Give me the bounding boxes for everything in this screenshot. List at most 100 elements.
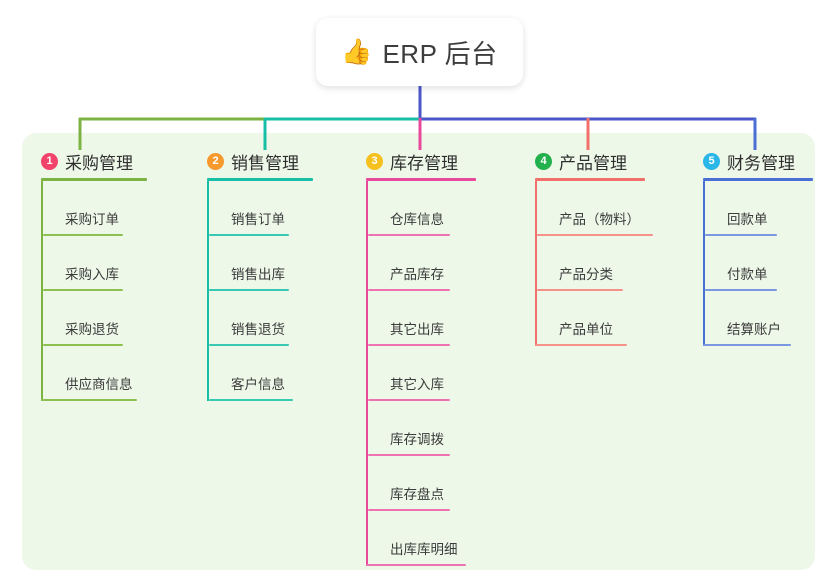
leaf-rule [537, 234, 653, 236]
branches-panel [22, 133, 815, 570]
branch-5-badge: 5 [703, 153, 720, 170]
leaf-label: 产品（物料） [559, 212, 640, 227]
list-item[interactable]: 客户信息 [207, 346, 357, 401]
leaf-rule [705, 234, 777, 236]
list-item[interactable]: 采购入库 [41, 236, 191, 291]
branch-4-rule [535, 178, 645, 181]
leaf-rule [43, 289, 123, 291]
list-item[interactable]: 库存调拨 [366, 401, 526, 456]
branch-3-header[interactable]: 3 库存管理 [366, 145, 526, 178]
leaf-rule [705, 289, 777, 291]
list-item[interactable]: 其它入库 [366, 346, 526, 401]
branch-3: 3 库存管理 仓库信息 产品库存 其它出库 其它入库 库存调拨 [366, 145, 526, 566]
leaf-label: 销售退货 [231, 322, 285, 337]
leaf-rule [209, 399, 293, 401]
leaf-label: 库存盘点 [390, 487, 444, 502]
branch-5-rail [703, 181, 705, 346]
leaf-label: 结算账户 [727, 322, 781, 337]
branch-2-header[interactable]: 2 销售管理 [207, 145, 357, 178]
leaf-rule [368, 289, 450, 291]
branch-2-children: 销售订单 销售出库 销售退货 客户信息 [207, 181, 357, 401]
branch-5-header[interactable]: 5 财务管理 [703, 145, 839, 178]
branch-5-children: 回款单 付款单 结算账户 [703, 181, 839, 346]
branch-1-header[interactable]: 1 采购管理 [41, 145, 191, 178]
list-item[interactable]: 回款单 [703, 181, 839, 236]
leaf-rule [368, 234, 450, 236]
branch-4-title: 产品管理 [559, 154, 627, 173]
branch-1-rail [41, 181, 43, 401]
branch-2-rule [207, 178, 313, 181]
leaf-label: 供应商信息 [65, 377, 133, 392]
branch-3-rule [366, 178, 476, 181]
list-item[interactable]: 采购订单 [41, 181, 191, 236]
list-item[interactable]: 销售退货 [207, 291, 357, 346]
leaf-rule [368, 344, 450, 346]
branch-2-rail [207, 181, 209, 401]
leaf-rule [43, 234, 123, 236]
branch-4-badge: 4 [535, 153, 552, 170]
leaf-rule [537, 289, 623, 291]
branch-4-rail [535, 181, 537, 346]
root-node[interactable]: 👍 ERP 后台 [316, 18, 523, 86]
branch-1-children: 采购订单 采购入库 采购退货 供应商信息 [41, 181, 191, 401]
leaf-label: 回款单 [727, 212, 768, 227]
list-item[interactable]: 采购退货 [41, 291, 191, 346]
leaf-rule [703, 344, 791, 346]
leaf-rule [366, 564, 466, 566]
leaf-rule [41, 399, 137, 401]
list-item[interactable]: 库存盘点 [366, 456, 526, 511]
branch-1-rule [41, 178, 147, 181]
leaf-rule [209, 344, 289, 346]
leaf-label: 其它入库 [390, 377, 444, 392]
list-item[interactable]: 其它出库 [366, 291, 526, 346]
leaf-label: 产品库存 [390, 267, 444, 282]
list-item[interactable]: 产品单位 [535, 291, 695, 346]
list-item[interactable]: 付款单 [703, 236, 839, 291]
branch-2: 2 销售管理 销售订单 销售出库 销售退货 客户信息 [207, 145, 357, 401]
branch-1-title: 采购管理 [65, 154, 133, 173]
branch-1: 1 采购管理 采购订单 采购入库 采购退货 供应商信息 [41, 145, 191, 401]
branch-3-badge: 3 [366, 153, 383, 170]
leaf-label: 采购入库 [65, 267, 119, 282]
branch-5: 5 财务管理 回款单 付款单 结算账户 [703, 145, 839, 346]
leaf-label: 采购退货 [65, 322, 119, 337]
branch-4: 4 产品管理 产品（物料） 产品分类 产品单位 [535, 145, 695, 346]
branch-2-badge: 2 [207, 153, 224, 170]
branch-4-children: 产品（物料） 产品分类 产品单位 [535, 181, 695, 346]
branch-4-header[interactable]: 4 产品管理 [535, 145, 695, 178]
leaf-rule [43, 344, 123, 346]
list-item[interactable]: 销售出库 [207, 236, 357, 291]
branch-3-title: 库存管理 [390, 154, 458, 173]
list-item[interactable]: 产品（物料） [535, 181, 695, 236]
leaf-rule [209, 289, 289, 291]
branch-2-title: 销售管理 [231, 154, 299, 173]
leaf-rule [368, 454, 450, 456]
branch-3-rail [366, 181, 368, 566]
thumbs-up-icon: 👍 [341, 37, 373, 66]
root-title: ERP 后台 [382, 38, 498, 69]
branch-3-children: 仓库信息 产品库存 其它出库 其它入库 库存调拨 库存盘点 [366, 181, 526, 566]
list-item[interactable]: 结算账户 [703, 291, 839, 346]
leaf-label: 销售订单 [231, 212, 285, 227]
leaf-label: 采购订单 [65, 212, 119, 227]
leaf-label: 产品分类 [559, 267, 613, 282]
branch-5-title: 财务管理 [727, 154, 795, 173]
list-item[interactable]: 产品分类 [535, 236, 695, 291]
leaf-label: 其它出库 [390, 322, 444, 337]
list-item[interactable]: 销售订单 [207, 181, 357, 236]
leaf-rule [368, 399, 450, 401]
list-item[interactable]: 仓库信息 [366, 181, 526, 236]
branch-1-badge: 1 [41, 153, 58, 170]
leaf-label: 销售出库 [231, 267, 285, 282]
leaf-label: 库存调拨 [390, 432, 444, 447]
leaf-label: 客户信息 [231, 377, 285, 392]
list-item[interactable]: 产品库存 [366, 236, 526, 291]
leaf-rule [535, 344, 627, 346]
leaf-label: 仓库信息 [390, 212, 444, 227]
leaf-rule [209, 234, 289, 236]
leaf-label: 付款单 [727, 267, 768, 282]
list-item[interactable]: 供应商信息 [41, 346, 191, 401]
list-item[interactable]: 出库库明细 [366, 511, 526, 566]
